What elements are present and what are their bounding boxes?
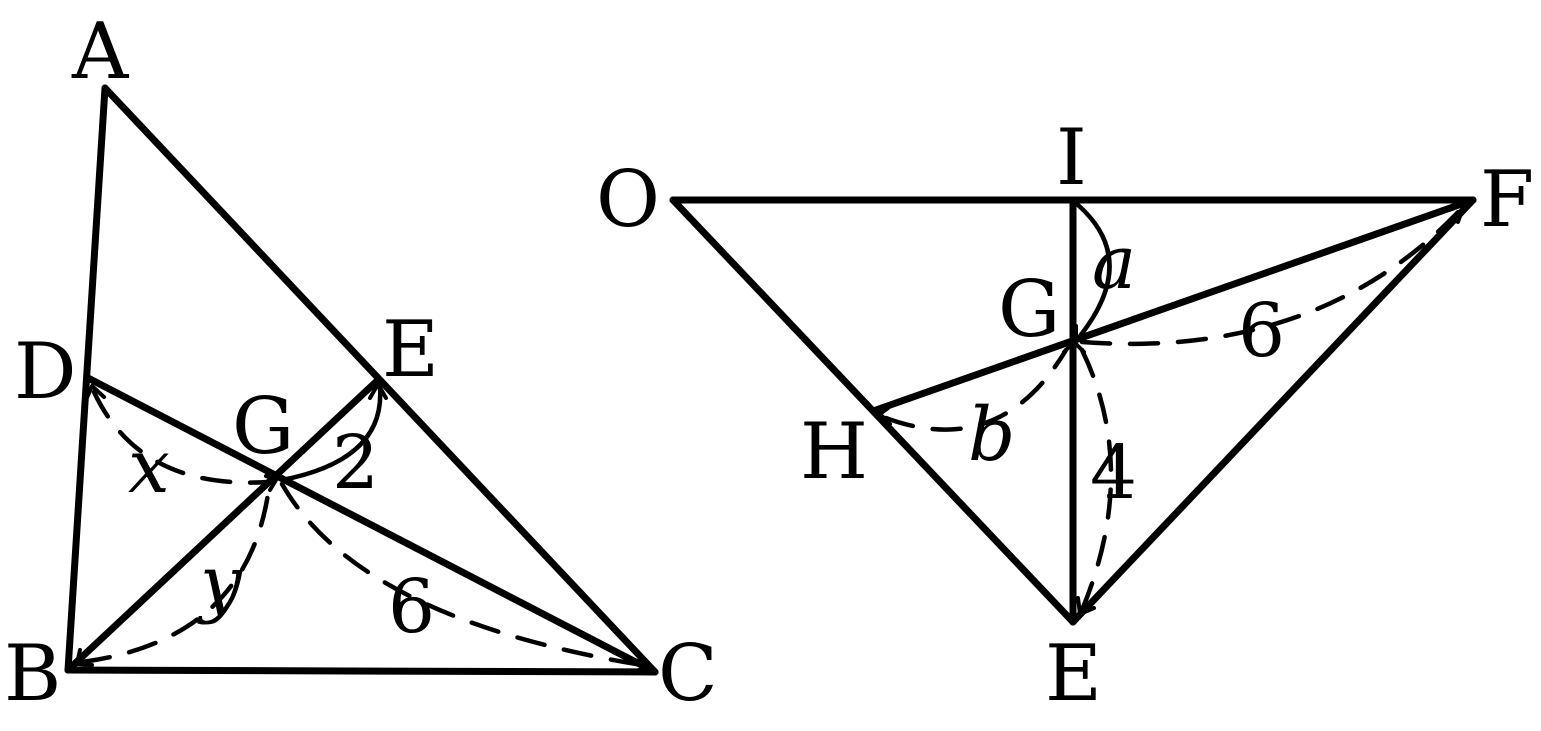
measure-arc-b bbox=[883, 347, 1069, 432]
point-label-D: D bbox=[14, 327, 77, 417]
measure-arc-2 bbox=[279, 385, 383, 483]
right-triangle-figure: O I F G H E a 6 b 4 bbox=[596, 113, 1534, 719]
measure-label-b: b bbox=[968, 392, 1015, 478]
segment-BE bbox=[64, 376, 382, 674]
measure-arc-x bbox=[91, 389, 271, 485]
arrow-tip-4 bbox=[1076, 596, 1096, 616]
measure-label-6-left: 6 bbox=[388, 564, 435, 650]
segment-BC bbox=[64, 666, 659, 676]
point-label-G-right: G bbox=[998, 265, 1060, 355]
point-label-E-right: E bbox=[1045, 629, 1102, 719]
measure-label-x: x bbox=[128, 424, 170, 510]
point-label-A: A bbox=[71, 7, 130, 97]
arrow-tip-x bbox=[84, 384, 106, 402]
measure-arc-a bbox=[1075, 202, 1112, 339]
left-triangle-figure: A D E G B C 2 x y 6 bbox=[4, 7, 718, 719]
measure-label-6-right: 6 bbox=[1238, 288, 1285, 374]
point-label-E: E bbox=[382, 305, 439, 395]
point-label-O: O bbox=[596, 155, 660, 245]
arrow-tip-b bbox=[878, 406, 892, 426]
point-label-B: B bbox=[4, 629, 61, 719]
arrow-tip-6-left bbox=[628, 656, 650, 674]
arrow-tip-center-right bbox=[1062, 340, 1086, 354]
measure-label-2: 2 bbox=[332, 420, 379, 506]
measure-arc-6-left bbox=[279, 481, 651, 669]
segment-HF bbox=[872, 196, 1477, 414]
arrow-tip-6-right bbox=[1442, 203, 1466, 224]
point-label-C: C bbox=[658, 629, 718, 719]
segment-DC bbox=[84, 374, 659, 676]
point-label-I: I bbox=[1056, 113, 1087, 203]
arrow-tip-y bbox=[75, 648, 94, 667]
arrow-tip-a bbox=[1074, 324, 1092, 342]
arrow-tip-center-left bbox=[264, 474, 278, 492]
measure-label-a: a bbox=[1092, 220, 1136, 306]
point-label-H: H bbox=[800, 407, 868, 497]
point-label-G: G bbox=[232, 382, 294, 472]
arrow-tip-2 bbox=[368, 382, 388, 400]
point-label-F: F bbox=[1480, 155, 1534, 245]
measure-label-4: 4 bbox=[1090, 430, 1137, 516]
measure-label-y: y bbox=[197, 540, 243, 626]
segment-FE bbox=[1069, 196, 1477, 626]
measure-arc-6-right bbox=[1079, 203, 1467, 347]
